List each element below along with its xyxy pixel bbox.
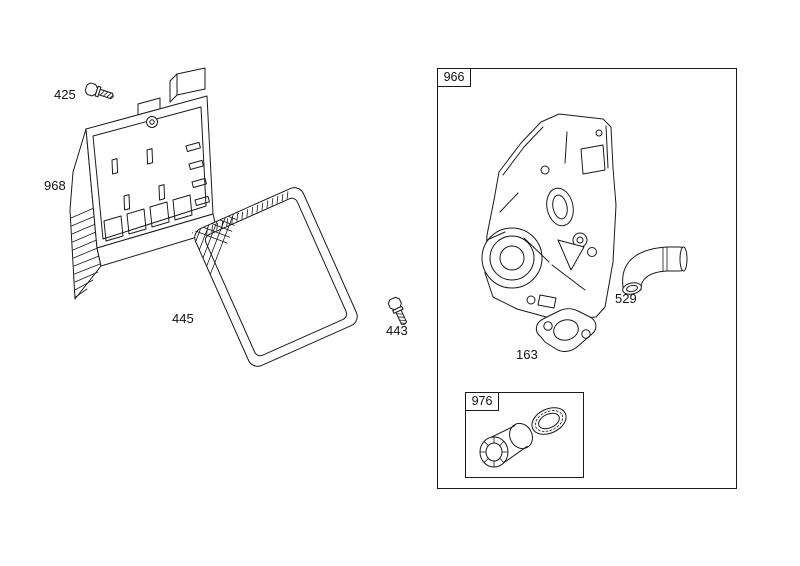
part-976-retainer-ring-drawing	[531, 407, 567, 435]
part-163-gasket-drawing	[535, 308, 597, 352]
part-425-screw-drawing	[83, 81, 116, 103]
part-529-elbow-drawing	[622, 246, 688, 295]
part-968-base-drawing	[69, 67, 218, 300]
part-966-backplate-drawing	[481, 113, 617, 321]
part-label-163: 163	[516, 347, 538, 362]
part-label-529: 529	[615, 291, 637, 306]
part-label-968: 968	[44, 178, 66, 193]
group-label-976: 976	[464, 391, 500, 411]
group-box-976: 976	[464, 391, 584, 478]
part-976-primer-bulb-drawing	[479, 422, 533, 468]
part-label-443: 443	[386, 323, 408, 338]
part-445-filter-drawing	[191, 187, 358, 367]
group-box-966: 966	[436, 67, 737, 489]
group-label-966: 966	[436, 67, 472, 87]
part-label-425: 425	[54, 87, 76, 102]
part-label-445: 445	[172, 311, 194, 326]
